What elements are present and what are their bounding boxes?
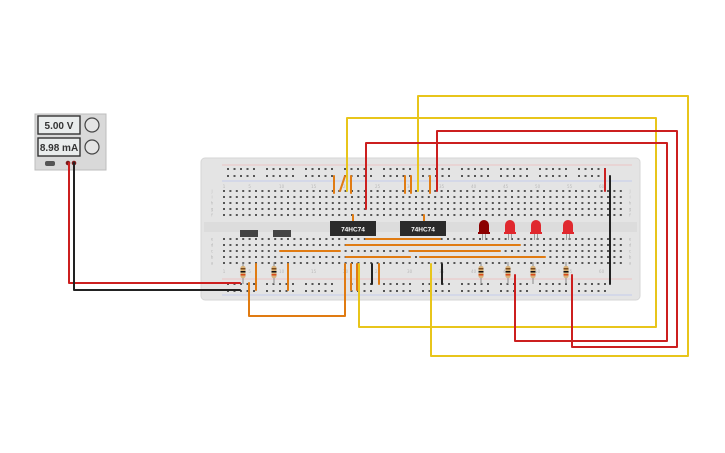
row-letter: j xyxy=(210,189,212,194)
resistor[interactable] xyxy=(271,262,277,284)
wire-black[interactable] xyxy=(73,162,241,291)
voltage-knob[interactable] xyxy=(84,117,100,133)
column-number-bottom: 50 xyxy=(535,269,541,274)
column-number-bottom: 10 xyxy=(279,269,285,274)
wire-orange[interactable] xyxy=(248,263,346,317)
column-number-top: 5 xyxy=(248,184,251,189)
power-supply[interactable]: 5.00 V 8.98 mA xyxy=(34,113,107,171)
resistors[interactable] xyxy=(240,262,569,284)
resistor[interactable] xyxy=(478,262,484,284)
column-number-bottom: 1 xyxy=(223,269,226,274)
wire-red[interactable] xyxy=(436,130,678,348)
column-number-bottom: 60 xyxy=(599,269,605,274)
row-letter: e xyxy=(211,237,214,242)
column-number-top: 1 xyxy=(223,184,226,189)
row-letter: b xyxy=(211,255,214,260)
column-number-bottom: 30 xyxy=(407,269,413,274)
row-letter: e xyxy=(629,237,632,242)
column-number-bottom: 15 xyxy=(311,269,317,274)
led[interactable] xyxy=(530,220,542,240)
resistor[interactable] xyxy=(563,262,569,284)
row-letter: f xyxy=(211,213,213,218)
row-letter: g xyxy=(211,207,214,212)
leds[interactable] xyxy=(478,220,574,240)
row-letter: i xyxy=(629,195,630,200)
voltage-readout: 5.00 V xyxy=(45,121,74,132)
led[interactable] xyxy=(504,220,516,240)
wire-red[interactable] xyxy=(68,162,241,284)
row-letter: g xyxy=(629,207,632,212)
resistor[interactable] xyxy=(530,262,536,284)
column-number-top: 60 xyxy=(599,184,605,189)
column-number-top: 30 xyxy=(407,184,413,189)
row-letter: a xyxy=(629,261,632,266)
wire-yellow[interactable] xyxy=(346,117,657,328)
column-number-bottom: 40 xyxy=(471,269,477,274)
row-letter: h xyxy=(629,201,632,206)
voltage-display xyxy=(37,115,81,135)
chip-1-body xyxy=(330,221,376,236)
column-number-top: 20 xyxy=(343,184,349,189)
column-number-top: 15 xyxy=(311,184,317,189)
row-letter: b xyxy=(629,255,632,260)
column-number-top: 25 xyxy=(375,184,381,189)
row-letter: d xyxy=(629,243,632,248)
wire-orange[interactable] xyxy=(339,175,346,192)
wire-yellow[interactable] xyxy=(417,95,689,357)
current-display xyxy=(37,137,81,157)
led[interactable] xyxy=(562,220,574,240)
wires[interactable] xyxy=(68,95,689,357)
led[interactable] xyxy=(478,220,490,240)
column-number-top: 55 xyxy=(567,184,573,189)
column-number-bottom: 55 xyxy=(567,269,573,274)
row-letter: i xyxy=(211,195,212,200)
row-letter: d xyxy=(211,243,214,248)
slide-switch-2[interactable] xyxy=(273,230,291,237)
row-letter: c xyxy=(211,249,213,254)
column-number-bottom: 25 xyxy=(375,269,381,274)
column-number-top: 50 xyxy=(535,184,541,189)
current-knob[interactable] xyxy=(84,139,100,155)
chip-2-body xyxy=(400,221,446,236)
row-letter: f xyxy=(629,213,631,218)
column-number-top: 35 xyxy=(439,184,445,189)
chip-2-label: 74HC74 xyxy=(411,227,435,234)
resistor[interactable] xyxy=(505,262,511,284)
current-readout: 8.98 mA xyxy=(40,143,78,154)
wire-red[interactable] xyxy=(365,142,668,342)
column-number-top: 45 xyxy=(503,184,509,189)
row-letter: a xyxy=(211,261,214,266)
row-letter: h xyxy=(211,201,214,206)
column-number-bottom: 5 xyxy=(248,269,251,274)
chip-1-label: 74HC74 xyxy=(341,227,365,234)
chip-2[interactable]: 74HC74 xyxy=(400,221,446,236)
column-number-top: 10 xyxy=(279,184,285,189)
chip-1[interactable]: 74HC74 xyxy=(330,221,376,236)
slide-switch-1[interactable] xyxy=(240,230,258,237)
row-letter: j xyxy=(628,189,630,194)
row-letter: c xyxy=(629,249,631,254)
output-switch[interactable] xyxy=(45,161,55,166)
resistor[interactable] xyxy=(240,262,246,284)
column-number-top: 40 xyxy=(471,184,477,189)
